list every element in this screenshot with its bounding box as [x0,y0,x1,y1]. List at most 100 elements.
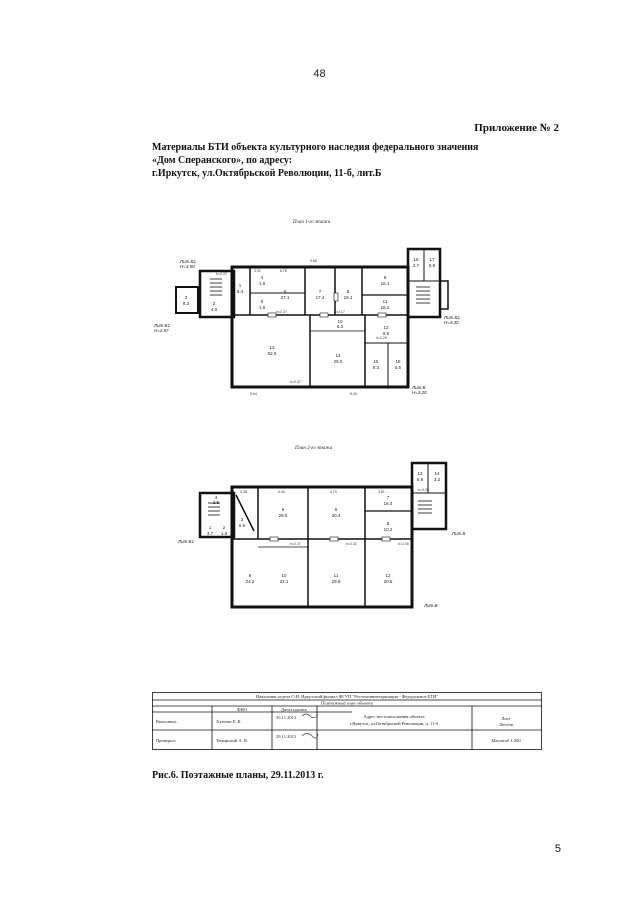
p1-dim: 5.64 [250,392,257,396]
p1-dim: 3.92 [254,269,261,273]
p2-room-13: 13 [417,471,423,476]
p1-room-17-area: 5.8 [429,263,436,268]
p1-dim: h=2.37 [290,380,301,384]
appendix-label: Приложение № 2 [474,122,559,134]
p1-room-6-area: 27.1 [281,295,290,300]
p1-axis-left-top: Лит.Б1 [179,259,196,264]
p1-room-2: 2 [213,301,216,306]
stamp-col-fio: ФИО [237,707,248,712]
p2-axis-right-bot: Лит.Б [423,603,438,608]
stamp-name-1: Хэтоева Е. К. [216,719,242,724]
p1-dim: h=2.37 [276,310,287,314]
p2-room-9: 9 [249,573,252,578]
p1-axis-right-mid: Лит.Б1 [443,315,460,320]
p1-room-13: 13 [269,345,275,350]
p2-room-1-area: 3.7 [207,531,214,536]
figure-caption: Рис.6. Поэтажные планы, 29.11.2013 г. [152,770,324,781]
p2-room-6: 6 [335,507,338,512]
page-number: 48 [313,68,326,80]
p2-dim: h=2.35 [398,542,409,546]
p2-room-13-area: 6.9 [417,477,424,482]
p1-room-4-area: 1.9 [259,281,266,286]
p1-dim: h=2.37 [216,272,227,276]
p2-axis-left: Лит.Б1 [177,539,194,544]
p2-room-8-area: 10.2 [384,527,393,532]
floor-plan-2: 1 3.7 2 1.8 3 6.5 4 2.5 5 28.6 6 30.4 7 … [177,461,466,609]
p2-room-5-area: 28.6 [279,513,288,518]
heading-line-1: Материалы БТИ объекта культурного наслед… [152,142,479,153]
stamp-subheader: Поэтажный план объекта [320,701,374,706]
stamp-name-2: Тюкарский А. В. [216,738,248,743]
p2-room-8: 8 [387,521,390,526]
p1-axis-right-bot: Лит.Б [411,385,426,390]
p2-room-2-area: 1.8 [221,531,228,536]
p1-room-16-area: 5.5 [395,365,402,370]
p1-room-8-area: 18.1 [344,295,353,300]
p2-dim: 3.38 [240,490,247,494]
p1-room-7: 7 [319,289,322,294]
stamp-address: г.Иркутск, ул.Октябрьской Революции, д. … [350,721,439,727]
p2-room-12: 12 [385,573,391,578]
p1-room-15: 15 [373,359,379,364]
stamp-role-2: Проверил: [156,738,176,743]
p1-room-9: 9 [384,275,387,280]
p2-room-12-area: 20.6 [384,579,393,584]
p2-room-14-area: 3.2 [434,477,441,482]
p2-room-4-area: 2.5 [213,500,220,505]
p1-room-14-area: 25.0 [334,359,343,364]
p1-room-8: 8 [347,289,350,294]
p2-room-10-area: 32.1 [280,579,289,584]
p1-room-6: 6 [284,289,287,294]
p1-dim: 9.65 [310,259,317,263]
document-heading: Материалы БТИ объекта культурного наслед… [152,141,552,180]
p1-axis-left-mid-h: Н=2.97 [154,328,169,333]
p2-room-10: 10 [281,573,287,578]
p1-room-1-area: 8.4 [237,289,244,294]
p2-room-3: 3 [241,517,244,522]
sheet-number: 5 [554,843,561,855]
heading-line-3: г.Иркутск, ул.Октябрьской Революции, 11-… [152,168,382,179]
signature-marks [301,713,319,739]
p1-room-9-area: 16.1 [381,281,390,286]
p1-room-13-area: 52.9 [268,351,277,356]
p2-dim: h=3.20 [418,488,429,492]
p1-room-10: 10 [337,319,343,324]
p2-axis-right: Лит.Б [451,531,466,536]
stamp-date-1: 29.11.2013 [276,715,297,720]
title-block: Начальник отдела О.Н. Иркутский филиал Ф… [152,692,542,750]
p1-room-4: 4 [261,275,264,280]
p1-room-7-area: 17.4 [316,295,325,300]
stamp-date-2: 29.11.2013 [276,734,297,739]
p1-axis-left-mid: Лит.Б1 [153,323,170,328]
p1-dim: 6.78 [280,269,287,273]
p1-dim: h=2.17 [334,310,345,314]
p2-room-4: 4 [215,495,218,500]
stamp-sheet-label: Лист [501,716,510,721]
p2-room-6-area: 30.4 [332,513,341,518]
p1-room-11-area: 18.2 [381,305,390,310]
p2-room-3-area: 6.5 [239,523,246,528]
p2-dim: h=2.37 [290,542,301,546]
stamp-col-sign: Дата/подпись [281,707,307,712]
p1-room-3: 3 [185,295,188,300]
p1-room-5-area: 1.9 [259,305,266,310]
p2-dim: 4.70 [330,490,337,494]
p2-room-5: 5 [282,507,285,512]
p1-room-2-area: 4.0 [211,307,218,312]
p1-room-18-area: 3.7 [413,263,420,268]
p2-room-9-area: 24.2 [246,579,255,584]
heading-line-2: «Дом Сперанского», по адресу: [152,155,293,166]
p1-room-17: 17 [429,257,435,262]
p1-room-14: 14 [335,353,341,358]
p2-room-11: 11 [334,573,339,578]
stamp-role-1: Выполнил: [156,719,177,724]
p1-room-5: 5 [261,299,264,304]
p1-room-12-area: 9.5 [383,331,390,336]
p1-room-3-area: 8.2 [183,301,190,306]
plan2-title: План 2-го этажа [295,446,333,451]
p2-room-14: 14 [434,471,440,476]
p1-room-11: 11 [383,299,388,304]
p2-dim: 6.40 [278,490,285,494]
p1-room-12: 12 [383,325,389,330]
p1-room-1: 1 [239,283,242,288]
